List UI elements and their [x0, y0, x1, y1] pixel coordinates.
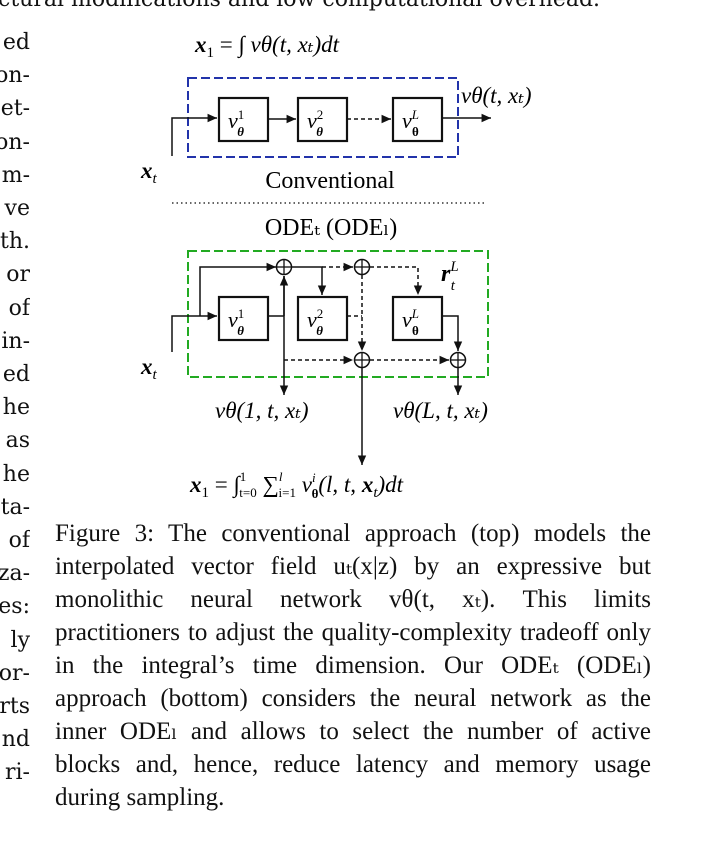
clipped-top-text: ctural modifications and low computation… — [0, 0, 600, 13]
left-column-fragment: on- — [0, 129, 30, 155]
conv-block-L — [391, 96, 444, 143]
ode-block-L — [391, 295, 444, 342]
output-1-label: vθ(1, t, xₜ) — [215, 398, 309, 423]
left-column-fragment: ta- — [0, 494, 30, 520]
left-column-fragment: ve — [4, 196, 30, 221]
sum2-to-blockL — [370, 266, 423, 295]
sum1-to-block2 — [291, 266, 327, 295]
left-column-fragment: he — [2, 395, 30, 421]
blockL-to-sumL — [442, 315, 463, 351]
clipped-left-column: ed on-et-on-m-ve th. or of in-ed he as he ta-of za… — [0, 30, 30, 810]
conv-block-2 — [296, 96, 349, 143]
output-L-label: vθ(L, t, xₜ) — [393, 398, 488, 423]
left-column-fragment: ed — [2, 362, 30, 387]
left-column-fragment: th. — [0, 229, 30, 255]
sum-node-top-1 — [275, 258, 293, 276]
left-column-fragment: on- — [0, 63, 30, 89]
left-column-fragment: et- — [0, 96, 30, 122]
left-column-fragment: as — [5, 428, 30, 454]
ode-skip-line — [199, 262, 276, 316]
conv-input-label: xt — [140, 158, 158, 187]
left-column-fragment: ly — [10, 627, 30, 653]
ode-input-label: xt — [140, 354, 158, 383]
conventional-label: Conventional — [265, 168, 395, 194]
left-column-fragment: rts — [0, 694, 30, 719]
left-column-fragment: in- — [1, 328, 30, 354]
left-column-fragment: he — [2, 461, 30, 487]
left-column-fragment: of — [8, 295, 30, 321]
conv-output-label: vθ(t, xₜ) — [461, 83, 532, 108]
left-column-fragment: za- — [0, 561, 30, 587]
figure-caption: Figure 3: The conventional approach (top… — [55, 520, 651, 811]
sum-node-top-2 — [353, 258, 371, 276]
sum-node-bottom-1 — [353, 351, 371, 369]
left-column-fragment: nd — [1, 727, 30, 753]
left-column-fragment: es: — [0, 594, 30, 620]
left-column-fragment: m- — [1, 162, 30, 188]
ode-block-1 — [217, 295, 270, 342]
left-column-fragment: ri- — [5, 760, 30, 786]
ode-input-arrow — [171, 311, 217, 352]
left-column-fragment: of — [8, 528, 30, 553]
left-column-fragment: ed — [2, 30, 30, 55]
left-column-fragment: or- — [0, 660, 30, 686]
conv-input-arrow — [171, 113, 217, 156]
left-column-fragment: or — [6, 262, 30, 288]
ode-block-2 — [296, 295, 349, 342]
ode-box — [187, 250, 489, 378]
top-formula: x1 = ∫ vθ(t, xₜ)dt — [194, 32, 340, 61]
sum-node-bottom-L — [449, 351, 467, 369]
ode-label: ODEₜ (ODEₗ) — [265, 215, 397, 241]
conv-block-1 — [217, 96, 270, 143]
